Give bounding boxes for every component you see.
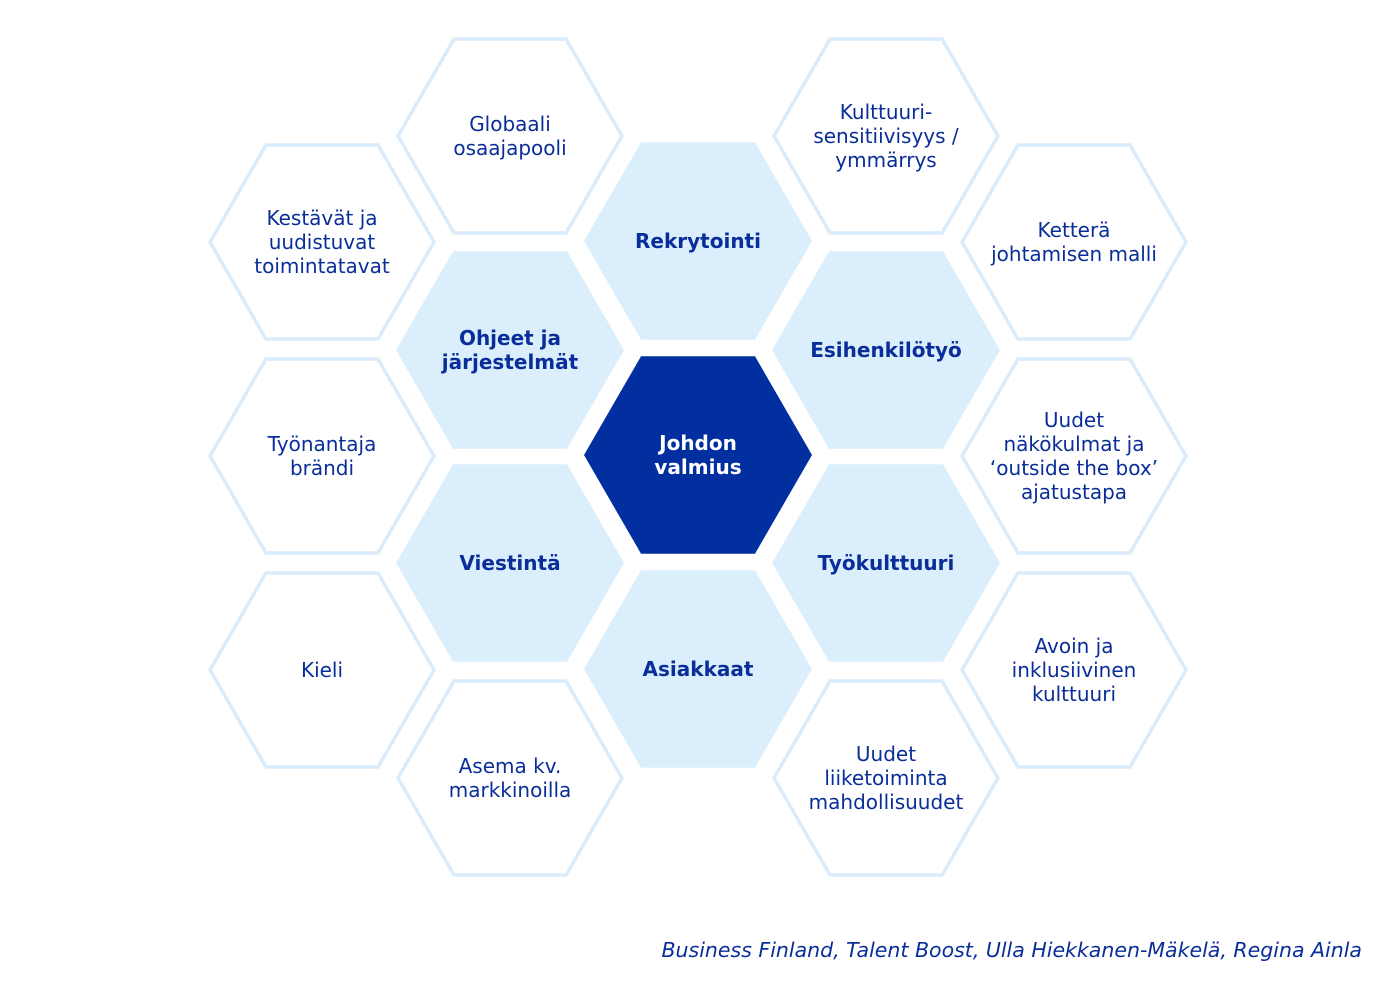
- center-hex-johdon-valmius-shape: [584, 356, 812, 554]
- outer-hex-globaali-osaajapooli-shape: [396, 37, 624, 235]
- outer-hex-tyonantajabrandi-label-line: brändi: [290, 456, 354, 480]
- inner-hex-rekrytointi-shape: [584, 142, 812, 340]
- outer-hex-kulttuurisensitiivisyys-shape: [772, 37, 1000, 235]
- inner-hex-asiakkaat-label-line: Asiakkaat: [643, 657, 754, 681]
- outer-hex-kestavat-toimintatavat-label-line: uudistuvat: [269, 230, 376, 254]
- inner-hex-viestinta-shape: [396, 464, 624, 662]
- inner-hex-viestinta-label-line: Viestintä: [459, 551, 560, 575]
- inner-hex-viestinta-label: Viestintä: [459, 551, 560, 575]
- outer-hex-asema-kv-markkinoilla-shape: [396, 679, 624, 877]
- inner-hex-esihenkilotyo-label: Esihenkilötyö: [810, 338, 962, 362]
- outer-hex-uudet-liiketoimintamahdollisuudet-label-line: liiketoiminta: [824, 766, 947, 790]
- inner-hex-viestinta: Viestintä: [396, 464, 624, 662]
- outer-hex-avoin-ja-inklusiivinen-kulttuuri-shape: [960, 571, 1188, 769]
- outer-hex-kieli-label: Kieli: [301, 658, 343, 682]
- outer-hex-kettera-johtamisen-malli-label-line: Ketterä: [1038, 218, 1111, 242]
- outer-hex-avoin-ja-inklusiivinen-kulttuuri-label-line: kulttuuri: [1032, 682, 1116, 706]
- outer-hex-kulttuurisensitiivisyys: Kulttuuri-sensitiivisyys /ymmärrys: [772, 37, 1000, 235]
- inner-hex-ohjeet-ja-jarjestelmat-shape: [396, 251, 624, 449]
- inner-hex-ohjeet-ja-jarjestelmat-label-line: järjestelmät: [441, 350, 579, 374]
- inner-hex-rekrytointi: Rekrytointi: [584, 142, 812, 340]
- inner-hex-asiakkaat-shape: [584, 570, 812, 768]
- outer-hex-uudet-nakokulmat-label-line: ‘outside the box’: [990, 456, 1158, 480]
- outer-hex-kieli-shape: [208, 571, 436, 769]
- outer-hex-asema-kv-markkinoilla-label: Asema kv.markkinoilla: [449, 754, 572, 802]
- outer-hex-kettera-johtamisen-malli-label-line: johtamisen malli: [990, 242, 1157, 266]
- inner-hex-rekrytointi-label-line: Rekrytointi: [635, 229, 761, 253]
- outer-hex-tyonantajabrandi-label-line: Työnantaja: [267, 432, 377, 456]
- outer-hex-uudet-nakokulmat-shape: [960, 357, 1188, 555]
- outer-hex-uudet-nakokulmat-label-line: ajatustapa: [1021, 480, 1127, 504]
- outer-hex-kestavat-toimintatavat-label-line: toimintatavat: [254, 254, 390, 278]
- source-credit: Business Finland, Talent Boost, Ulla Hie…: [661, 938, 1362, 962]
- outer-hex-kettera-johtamisen-malli-shape: [960, 143, 1188, 341]
- center-hex-johdon-valmius-label-line: valmius: [654, 455, 741, 479]
- inner-hex-asiakkaat: Asiakkaat: [584, 570, 812, 768]
- inner-hex-tyokulttuuri-label-line: Työkulttuuri: [818, 551, 955, 575]
- outer-hex-kulttuurisensitiivisyys-label: Kulttuuri-sensitiivisyys /ymmärrys: [813, 100, 959, 172]
- inner-hex-tyokulttuuri-label: Työkulttuuri: [818, 551, 955, 575]
- inner-hex-tyokulttuuri-shape: [772, 464, 1000, 662]
- outer-hex-kulttuurisensitiivisyys-label-line: ymmärrys: [835, 148, 936, 172]
- inner-hex-asiakkaat-label: Asiakkaat: [643, 657, 754, 681]
- outer-hex-kulttuurisensitiivisyys-label-line: Kulttuuri-: [840, 100, 932, 124]
- outer-hex-kieli-label-line: Kieli: [301, 658, 343, 682]
- outer-hex-avoin-ja-inklusiivinen-kulttuuri-label-line: Avoin ja: [1035, 634, 1114, 658]
- outer-hex-uudet-nakokulmat-label-line: näkökulmat ja: [1004, 432, 1145, 456]
- outer-hex-globaali-osaajapooli-label-line: Globaali: [469, 112, 551, 136]
- outer-hex-uudet-nakokulmat-label-line: Uudet: [1044, 408, 1104, 432]
- inner-hex-esihenkilotyo-label-line: Esihenkilötyö: [810, 338, 962, 362]
- outer-hex-kestavat-toimintatavat-label-line: Kestävät ja: [266, 206, 377, 230]
- outer-hex-asema-kv-markkinoilla: Asema kv.markkinoilla: [396, 679, 624, 877]
- inner-hex-esihenkilotyo: Esihenkilötyö: [772, 251, 1000, 449]
- outer-hex-uudet-liiketoimintamahdollisuudet-label-line: Uudet: [856, 742, 916, 766]
- center-hex-johdon-valmius-label-line: Johdon: [657, 431, 737, 455]
- outer-hex-tyonantajabrandi-shape: [208, 357, 436, 555]
- outer-hex-uudet-liiketoimintamahdollisuudet-label-line: mahdollisuudet: [809, 790, 964, 814]
- outer-hex-uudet-liiketoimintamahdollisuudet-shape: [772, 679, 1000, 877]
- outer-hex-kestavat-toimintatavat-shape: [208, 143, 436, 341]
- inner-hex-esihenkilotyo-shape: [772, 251, 1000, 449]
- outer-hex-asema-kv-markkinoilla-label-line: Asema kv.: [459, 754, 562, 778]
- outer-hex-globaali-osaajapooli-label-line: osaajapooli: [453, 136, 566, 160]
- inner-hex-ohjeet-ja-jarjestelmat-label-line: Ohjeet ja: [459, 326, 561, 350]
- inner-hex-rekrytointi-label: Rekrytointi: [635, 229, 761, 253]
- outer-hex-asema-kv-markkinoilla-label-line: markkinoilla: [449, 778, 572, 802]
- inner-hex-tyokulttuuri: Työkulttuuri: [772, 464, 1000, 662]
- outer-hex-kulttuurisensitiivisyys-label-line: sensitiivisyys /: [813, 124, 959, 148]
- outer-hex-avoin-ja-inklusiivinen-kulttuuri-label-line: inklusiivinen: [1012, 658, 1137, 682]
- outer-hex-kieli: Kieli: [208, 571, 436, 769]
